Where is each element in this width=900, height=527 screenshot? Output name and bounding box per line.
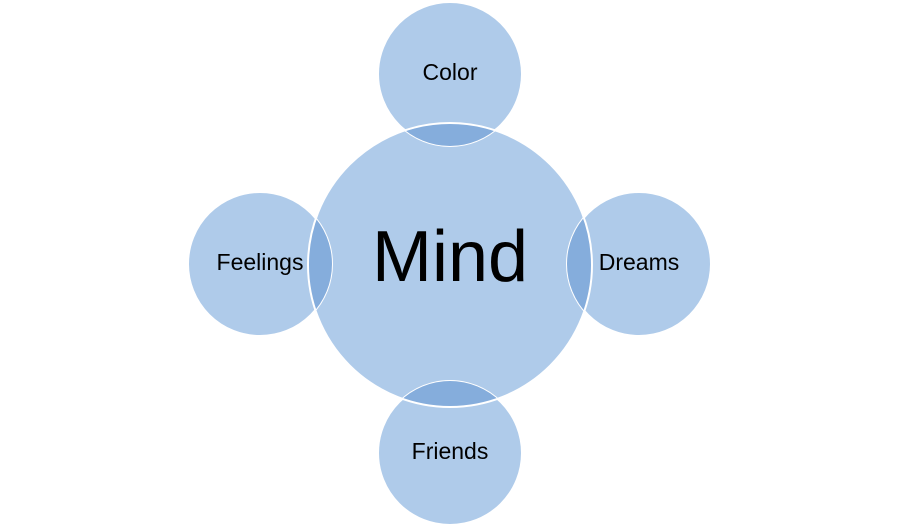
satellite-label-left: Feelings (217, 249, 304, 275)
satellite-label-right: Dreams (599, 249, 680, 275)
satellite-label-bottom: Friends (412, 438, 489, 464)
center-label: Mind (372, 217, 528, 297)
center-circle (308, 123, 592, 407)
center-circle-outline (307, 122, 593, 408)
satellite-label-top: Color (423, 59, 478, 85)
